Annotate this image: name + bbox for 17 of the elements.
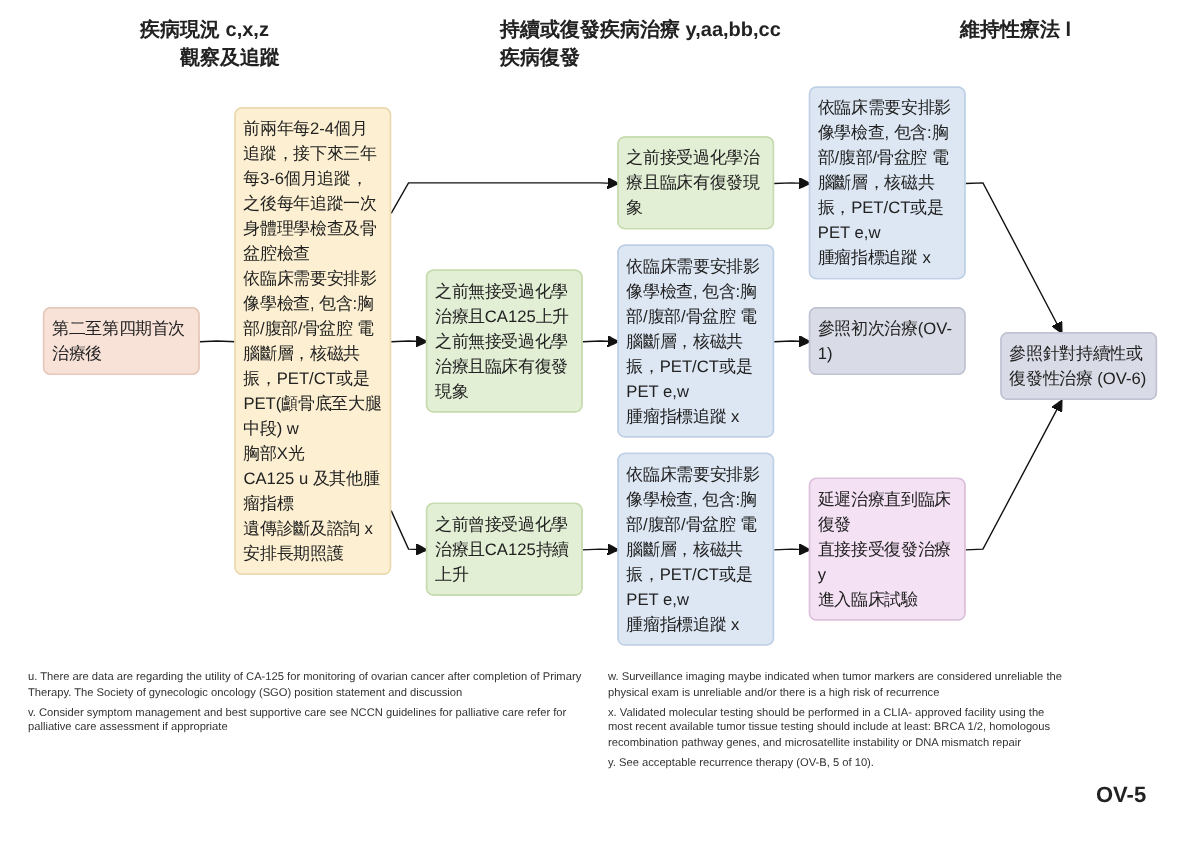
connector	[199, 340, 237, 343]
arrow	[773, 335, 811, 348]
column-heading: 維持性療法 l	[960, 17, 1072, 44]
arrow	[964, 399, 1063, 551]
arrow	[773, 177, 811, 190]
arrow	[581, 543, 620, 556]
arrow	[390, 177, 620, 215]
column-subheading: 觀察及追蹤	[180, 45, 280, 72]
arrow	[390, 509, 428, 556]
arrow	[773, 543, 811, 556]
arrow	[964, 182, 1063, 334]
column-heading: 疾病現況 c,x,z	[140, 17, 269, 44]
arrow	[390, 335, 428, 348]
column-heading: 持續或復發疾病治療 y,aa,bb,cc	[500, 17, 781, 44]
arrow	[581, 335, 620, 348]
column-subheading: 疾病復發	[500, 45, 580, 72]
page-code: OV-5	[1096, 784, 1147, 808]
